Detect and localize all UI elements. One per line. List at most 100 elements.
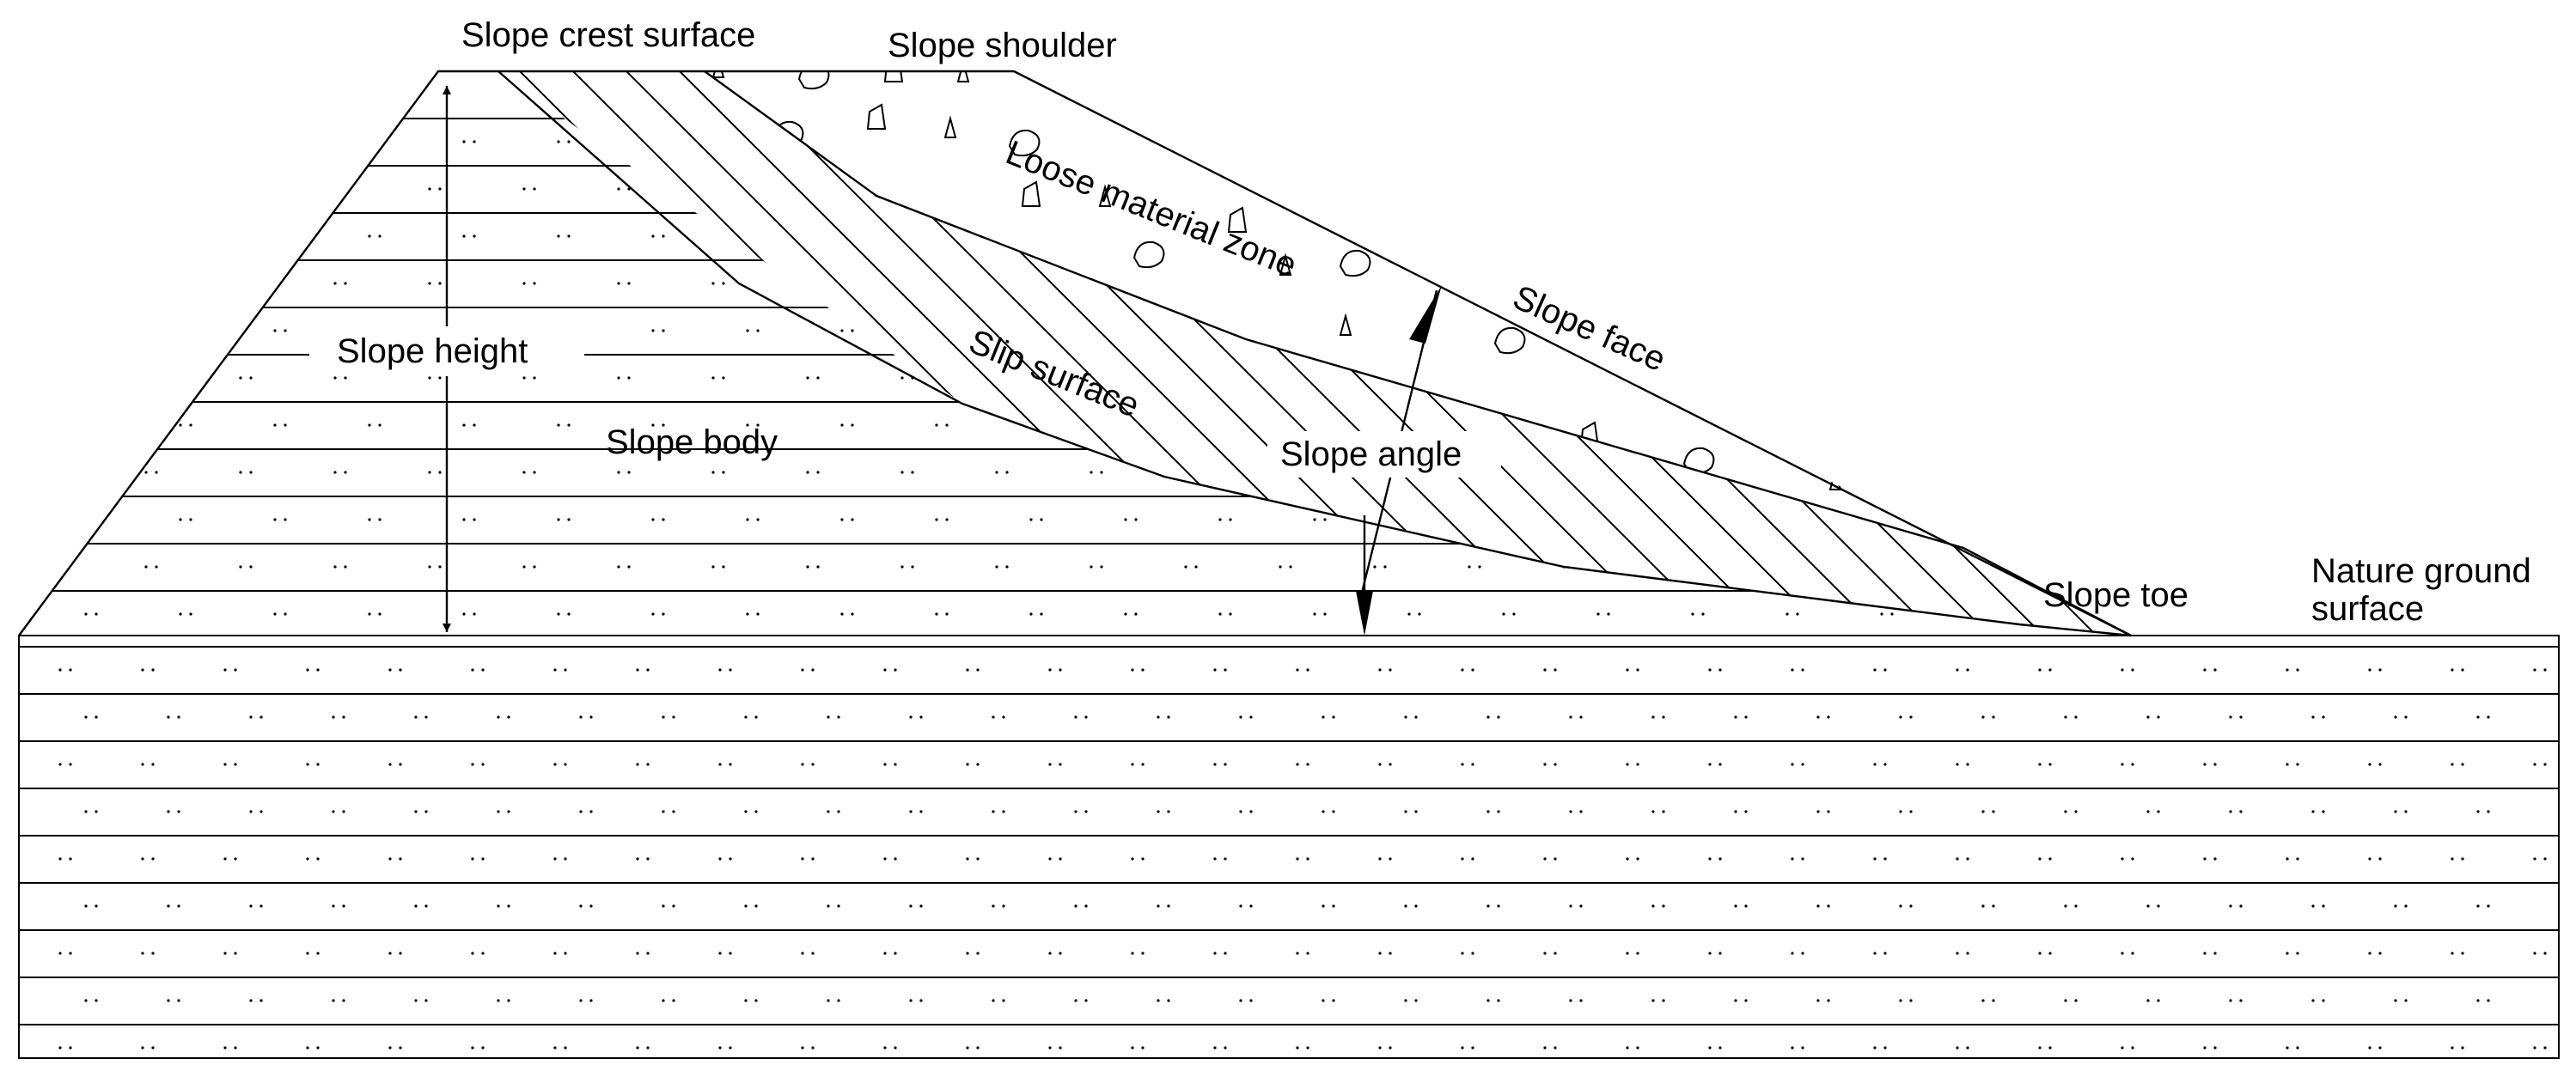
body-dot bbox=[722, 565, 725, 569]
ground-dot bbox=[1296, 857, 1299, 861]
ground-dot bbox=[1306, 668, 1309, 672]
ground-dot bbox=[1956, 668, 1959, 672]
ground-dot bbox=[1744, 810, 1748, 813]
body-dot bbox=[462, 612, 466, 616]
ground-dot bbox=[471, 952, 474, 955]
ground-dot bbox=[2404, 715, 2408, 719]
ground-dot bbox=[662, 810, 665, 813]
ground-dot bbox=[316, 1046, 320, 1050]
body-dot bbox=[2069, 518, 2072, 521]
ground-dot bbox=[909, 715, 913, 719]
body-dot bbox=[1890, 423, 1894, 427]
body-dot bbox=[1572, 187, 1576, 191]
body-dot bbox=[1194, 565, 1198, 569]
ground-dot bbox=[919, 715, 923, 719]
ground-dot bbox=[1899, 904, 1902, 908]
ground-dot bbox=[399, 952, 402, 955]
ground-dot bbox=[1791, 1046, 1794, 1050]
body-dot bbox=[239, 187, 242, 191]
body-dot bbox=[1090, 471, 1093, 474]
body-dot bbox=[1373, 187, 1377, 191]
body-dot bbox=[1856, 282, 1859, 285]
ground-dot bbox=[141, 668, 144, 672]
ground-dot bbox=[1744, 999, 1748, 1002]
slope-angle-label-bg bbox=[1267, 431, 1501, 478]
body-dot bbox=[1940, 376, 1944, 380]
body-dot bbox=[273, 518, 277, 521]
body-dot bbox=[1796, 140, 1799, 143]
ground-dot bbox=[388, 857, 392, 861]
ground-dot bbox=[1956, 763, 1959, 766]
ground-dot bbox=[1002, 904, 1005, 908]
body-dot bbox=[1596, 140, 1600, 143]
ground-dot bbox=[1497, 715, 1500, 719]
ground-dot bbox=[2064, 999, 2067, 1002]
body-dot bbox=[935, 518, 938, 521]
ground-dot bbox=[2461, 763, 2464, 766]
body-dot bbox=[1846, 187, 1849, 191]
body-dot bbox=[533, 471, 536, 474]
ground-dot bbox=[2229, 810, 2232, 813]
body-dot bbox=[711, 471, 715, 474]
body-dot bbox=[567, 612, 571, 616]
ground-dot bbox=[827, 904, 830, 908]
body-dot bbox=[522, 187, 526, 191]
ground-dot bbox=[1131, 952, 1134, 955]
body-dot bbox=[1691, 329, 1694, 332]
body-dot bbox=[1040, 612, 1043, 616]
slope-profile-line bbox=[18, 70, 2132, 637]
body-dot bbox=[1751, 282, 1755, 285]
ground-dot bbox=[564, 668, 567, 672]
body-dot bbox=[2035, 282, 2038, 285]
body-dot bbox=[84, 518, 88, 521]
body-dot bbox=[273, 423, 277, 427]
ground-dot bbox=[2296, 1046, 2299, 1050]
ground-dot bbox=[2064, 904, 2067, 908]
ground-dot bbox=[1718, 763, 1722, 766]
ground-dot bbox=[69, 952, 72, 955]
ground-dot bbox=[2378, 763, 2382, 766]
body-dot bbox=[711, 282, 715, 285]
ground-dot bbox=[1801, 857, 1804, 861]
ground-dot bbox=[564, 1046, 567, 1050]
ground-dot bbox=[1059, 763, 1062, 766]
ground-dot bbox=[1322, 810, 1325, 813]
ground-dot bbox=[553, 763, 557, 766]
ground-dot bbox=[976, 763, 980, 766]
body-dot bbox=[1289, 187, 1292, 191]
body-dot bbox=[344, 565, 347, 569]
ground-dot bbox=[342, 715, 345, 719]
ground-dot bbox=[1141, 952, 1145, 955]
ground-dot bbox=[497, 715, 500, 719]
ground-dot bbox=[177, 904, 180, 908]
ground-dot bbox=[827, 715, 830, 719]
ground-dot bbox=[2286, 668, 2289, 672]
body-dot bbox=[1229, 612, 1232, 616]
body-dot bbox=[900, 376, 904, 380]
body-dot bbox=[60, 471, 64, 474]
ground-dot bbox=[1414, 810, 1418, 813]
ground-dot bbox=[1141, 1046, 1145, 1050]
body-dot bbox=[522, 471, 526, 474]
ground-dot bbox=[2404, 810, 2408, 813]
ground-dot bbox=[718, 763, 722, 766]
loose-pebble bbox=[1008, 129, 1041, 157]
ground-dot bbox=[894, 857, 897, 861]
ground-dot bbox=[1059, 1046, 1062, 1050]
body-dot bbox=[2069, 140, 2072, 143]
ground-dot bbox=[1486, 715, 1490, 719]
ground-dot bbox=[497, 999, 500, 1002]
body-dot bbox=[273, 612, 277, 616]
ground-dot bbox=[1636, 857, 1639, 861]
ground-dot bbox=[2286, 857, 2289, 861]
body-dot bbox=[1323, 612, 1327, 616]
body-dot bbox=[438, 282, 442, 285]
body-dot bbox=[155, 376, 158, 380]
ground-dot bbox=[1239, 999, 1242, 1002]
ground-dot bbox=[1791, 952, 1794, 955]
ground-dot bbox=[636, 857, 639, 861]
body-dot bbox=[995, 471, 998, 474]
ground-dot bbox=[754, 904, 758, 908]
body-dot bbox=[368, 234, 371, 238]
ground-dot bbox=[2451, 763, 2454, 766]
